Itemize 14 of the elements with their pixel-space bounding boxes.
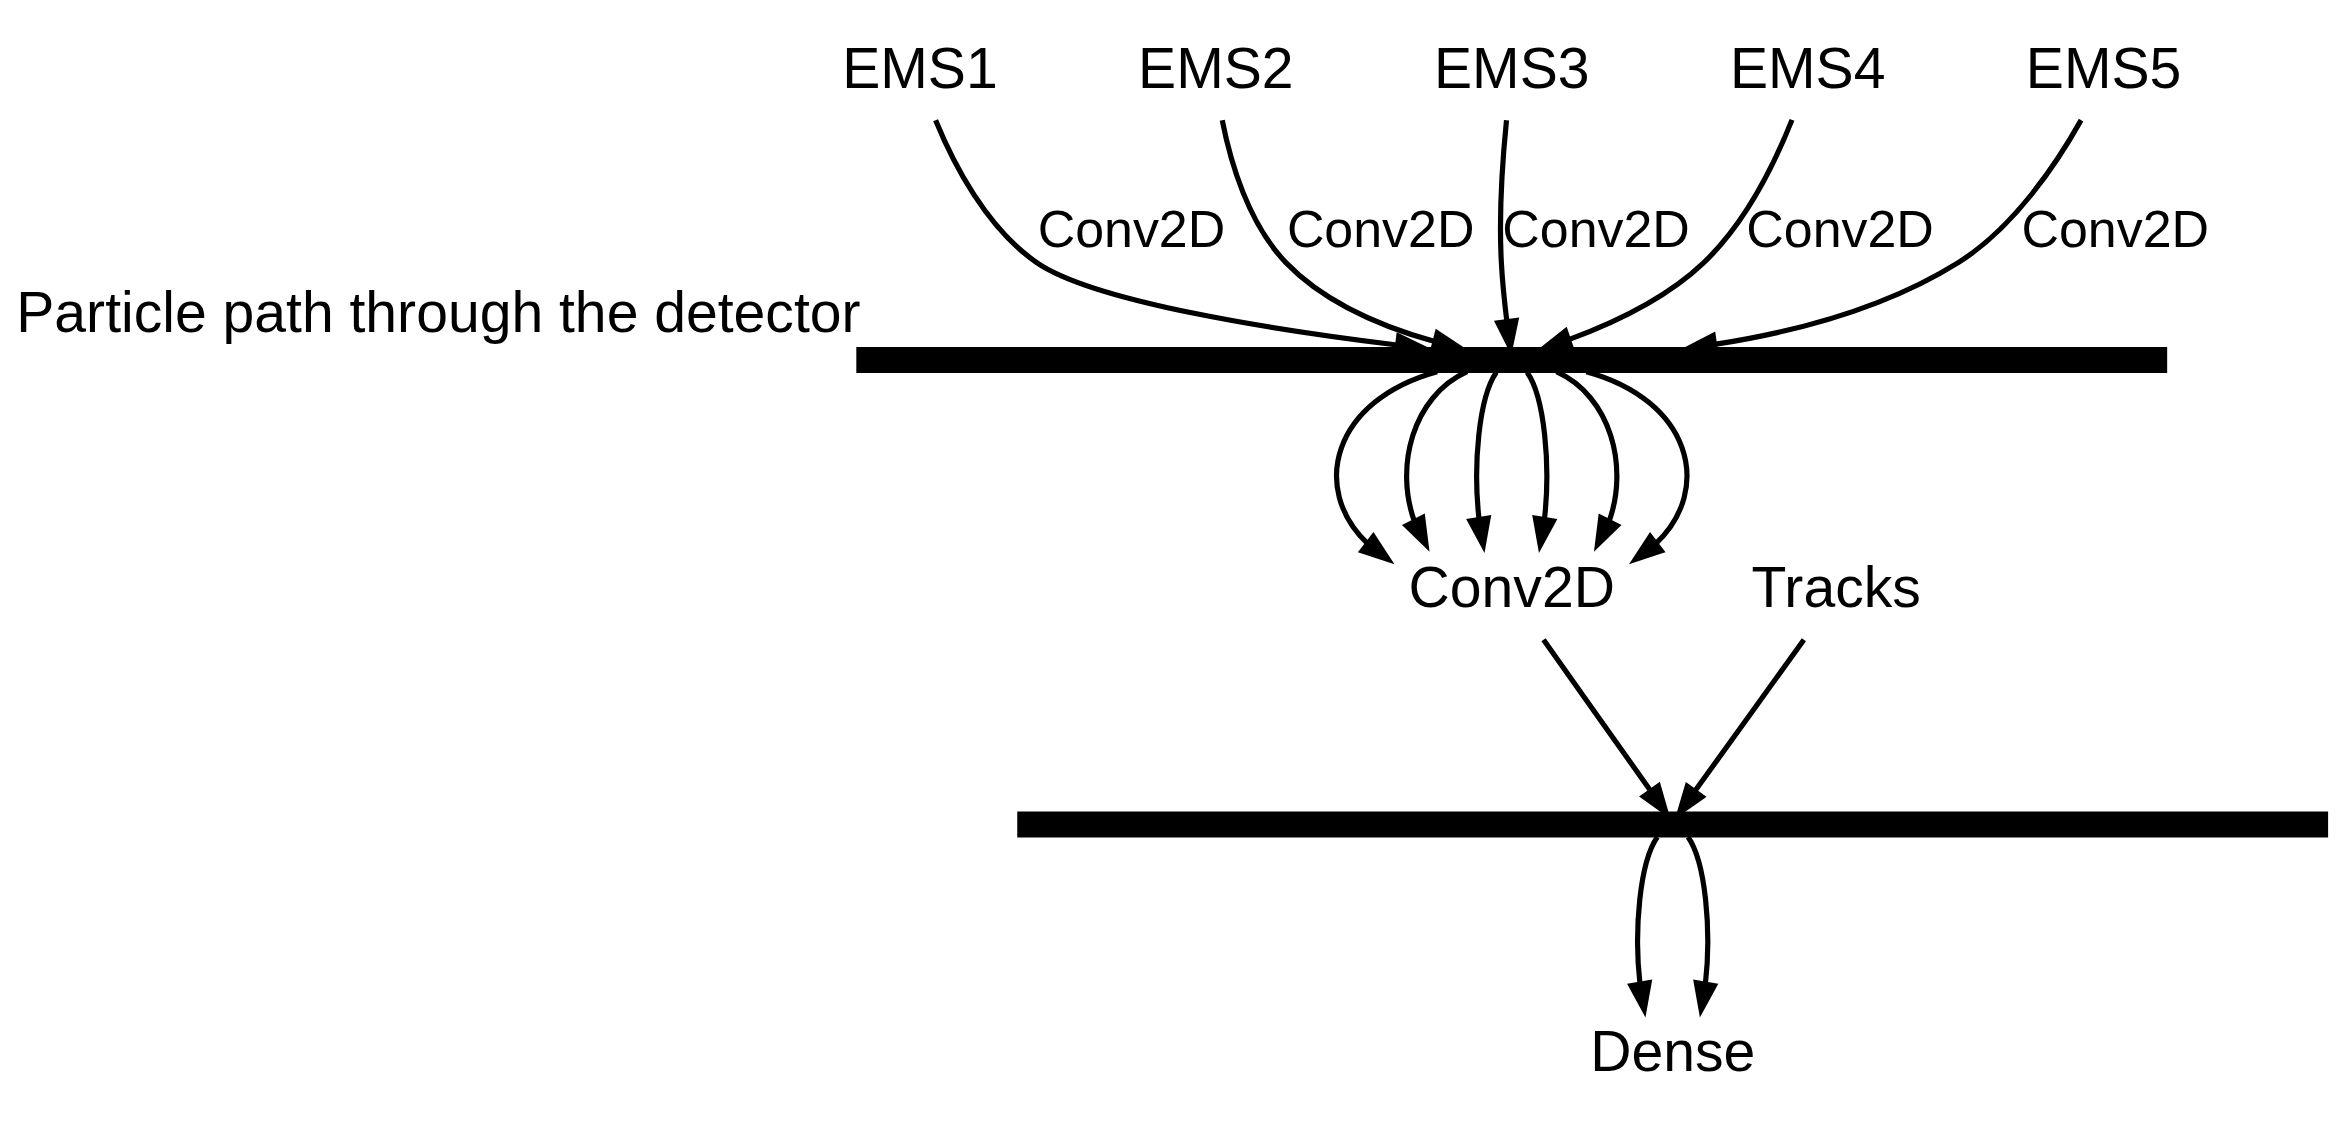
node-text: Conv2D	[1408, 554, 1615, 619]
edge-label: Conv2D	[1286, 199, 1475, 258]
node-text: EMS3	[1434, 35, 1590, 100]
edge-label: Conv2D	[1502, 199, 1690, 258]
node-text: EMS5	[2025, 35, 2182, 100]
node-label: Particle path through the detector	[16, 279, 861, 344]
edge-label: Conv2D	[1037, 199, 1226, 258]
edge-label: Conv2D	[2021, 199, 2210, 258]
edge-label: Conv2D	[1746, 199, 1934, 258]
node-text: Dense	[1590, 1018, 1756, 1083]
node-text: EMS1	[842, 35, 998, 100]
node-text: EMS4	[1729, 35, 1886, 100]
node-text: Tracks	[1751, 554, 1921, 619]
node-text: EMS2	[1138, 35, 1294, 100]
